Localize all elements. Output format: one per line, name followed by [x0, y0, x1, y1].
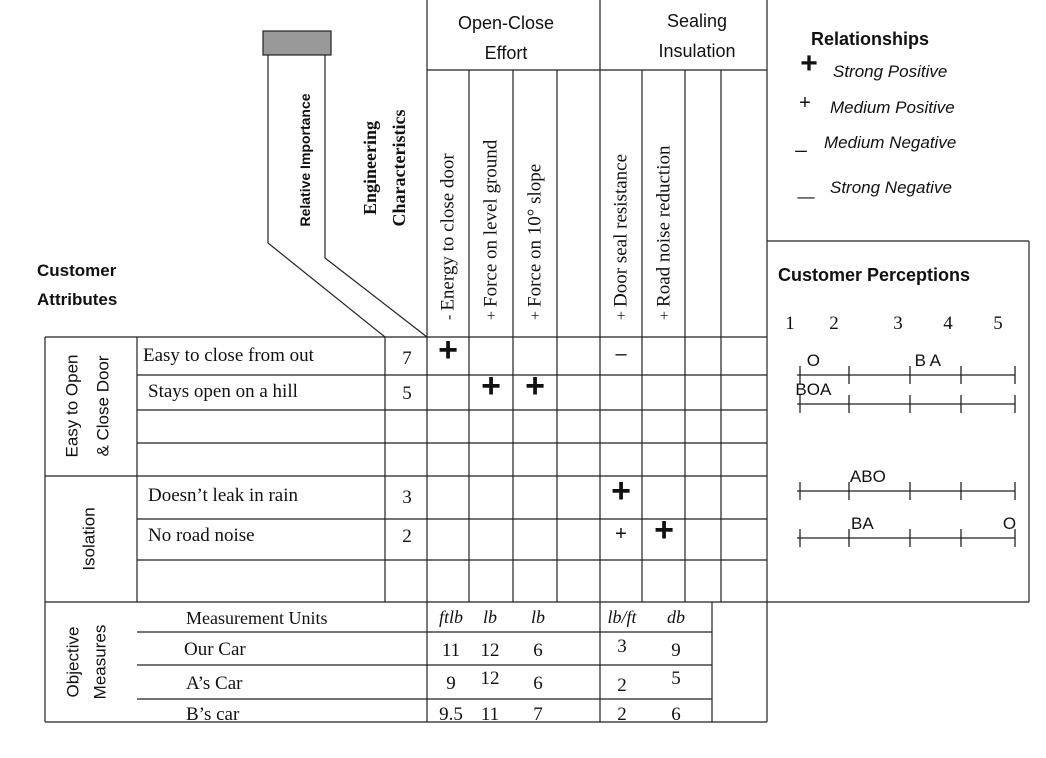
measure-value: 9 [446, 673, 456, 694]
sealing-insulation-label-line1: Sealing [666, 11, 728, 31]
ec-header-energy-to-close-door: - Energy to close door [437, 90, 459, 320]
strong-positive-relationship-symbol: + [654, 511, 674, 549]
group-label-objective-line1: Objective [63, 626, 83, 698]
measurement-units-label: Measurement Units [186, 608, 328, 628]
ec-label: Force on level ground [480, 139, 502, 307]
attribute-easy-to-close-from-out: Easy to close from out [143, 345, 314, 366]
importance-value: 5 [402, 383, 412, 404]
measure-value: 6 [533, 640, 543, 661]
legend-medium-positive-label: Medium Positive [830, 98, 955, 117]
customer-attributes-label-line1: Customer [37, 261, 117, 280]
measure-value: 12 [480, 668, 500, 689]
medium-positive-relationship-symbol: + [615, 523, 627, 545]
attribute-doesn-t-leak-in-rain: Doesn’t leak in rain [148, 485, 299, 506]
measure-value: 5 [671, 668, 681, 689]
perception-mark-abo: ABO [849, 467, 886, 486]
measure-row-our-car: Our Car [184, 639, 246, 660]
legend-strong-positive-symbol: + [800, 47, 818, 80]
ec-header-road-noise-reduction: + Road noise reduction [653, 90, 675, 321]
ec-label: Energy to close door [437, 153, 459, 311]
perception-mark-o: O [806, 351, 820, 370]
measure-value: 12 [480, 640, 500, 661]
measure-value: 2 [617, 675, 627, 696]
perception-mark-ba: BA [851, 514, 874, 533]
legend-strong-positive-label: Strong Positive [833, 62, 948, 81]
perception-mark-o: O [1002, 514, 1017, 533]
engineering-characteristics-label-line2: Characteristics [389, 109, 409, 227]
legend-medium-negative-label: Medium Negative [824, 133, 957, 152]
legend-strong-negative-symbol: _ [797, 169, 815, 202]
group-label-objective-line2: Measures [90, 624, 110, 700]
ec-label: Force on 10° slope [524, 163, 546, 307]
measure-value: 9.5 [439, 704, 463, 725]
ec-label: Door seal resistance [610, 153, 632, 307]
open-close-effort-label-line1: Open-Close [457, 13, 555, 33]
customer-perceptions-title: Customer Perceptions [778, 265, 971, 285]
legend-title: Relationships [811, 29, 930, 49]
scale-label-1: 1 [785, 313, 795, 334]
legend-strong-negative-label: Strong Negative [830, 178, 952, 197]
customer-attributes-label-line2: Attributes [37, 290, 118, 309]
measurement-unit: lb/ft [607, 607, 637, 627]
measure-row-a-s-car: A’s Car [186, 673, 243, 694]
ec-direction-sign: - [440, 310, 458, 320]
ec-direction-sign: + [656, 306, 674, 320]
measure-value: 7 [533, 704, 543, 725]
measure-value: 3 [617, 636, 627, 657]
measure-value: 11 [441, 640, 461, 661]
legend-medium-negative-symbol: _ [795, 131, 807, 153]
ec-header-force-on-10-slope: + Force on 10° slope [524, 90, 546, 320]
scale-label-2: 2 [829, 313, 839, 334]
measurement-unit: ftlb [438, 607, 464, 627]
attribute-no-road-noise: No road noise [148, 525, 255, 546]
medium-negative-relationship-symbol: – [615, 343, 627, 365]
sealing-insulation-label-line2: Insulation [658, 41, 736, 61]
importance-value: 3 [402, 487, 412, 508]
measure-value: 6 [533, 673, 543, 694]
importance-value: 7 [402, 348, 412, 369]
ec-header-force-on-level-ground: + Force on level ground [480, 90, 502, 320]
scale-label-5: 5 [993, 313, 1003, 334]
engineering-characteristics-label-line1: Engineering [360, 120, 380, 216]
strong-positive-relationship-symbol: + [481, 367, 501, 405]
attribute-stays-open-on-a-hill: Stays open on a hill [148, 381, 298, 402]
group-label-isolation: Isolation [79, 507, 99, 571]
open-close-effort-label-line2: Effort [484, 43, 528, 63]
measurement-unit: db [667, 607, 685, 627]
measure-value: 2 [617, 704, 627, 725]
importance-value: 2 [402, 526, 412, 547]
legend-medium-positive-symbol: + [799, 92, 811, 114]
measure-row-b-s-car: B’s car [186, 704, 240, 725]
importance-tab [262, 30, 332, 56]
perception-mark-b-a: B A [914, 351, 942, 370]
ec-direction-sign: + [613, 306, 631, 320]
ec-header-door-seal-resistance: + Door seal resistance [610, 90, 632, 320]
scale-label-3: 3 [893, 313, 903, 334]
relative-importance-label: Relative Importance [297, 93, 313, 227]
strong-positive-relationship-symbol: + [611, 472, 631, 510]
ec-label: Road noise reduction [653, 145, 675, 307]
measure-value: 9 [671, 640, 681, 661]
measurement-unit: lb [530, 607, 546, 627]
ec-direction-sign: + [527, 306, 545, 320]
strong-positive-relationship-symbol: + [525, 367, 545, 405]
scale-label-4: 4 [943, 313, 953, 334]
group-label-easy-to-open-line1: Easy to Open [62, 354, 82, 458]
strong-positive-relationship-symbol: + [438, 331, 458, 369]
perception-mark-boa: BOA [795, 380, 832, 399]
measure-value: 11 [480, 704, 500, 725]
measurement-unit: lb [482, 607, 498, 627]
ec-direction-sign: + [483, 306, 501, 320]
group-label-easy-to-open-line2: & Close Door [93, 355, 113, 457]
measure-value: 6 [671, 704, 681, 725]
